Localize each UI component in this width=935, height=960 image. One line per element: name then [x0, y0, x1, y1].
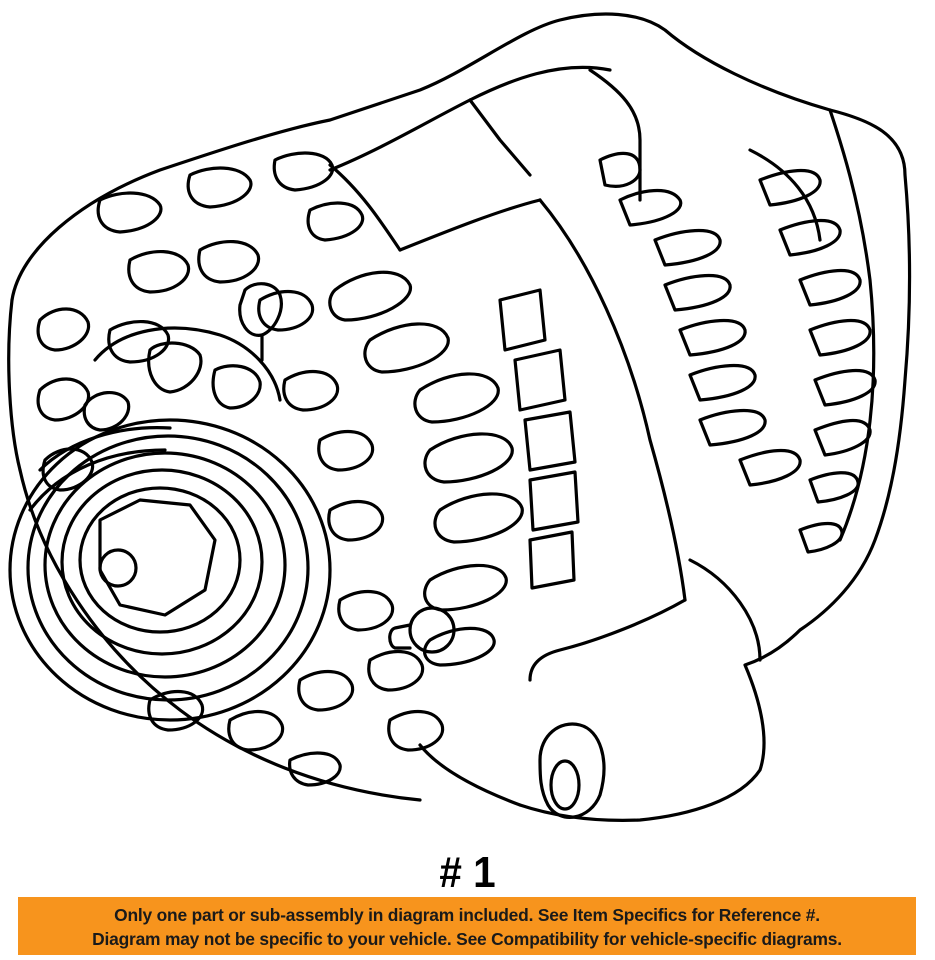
- disclaimer-banner: Only one part or sub-assembly in diagram…: [18, 897, 916, 955]
- stator-slots: [328, 270, 580, 667]
- front-vents: [18, 151, 445, 802]
- pulley: [8, 418, 332, 722]
- disclaimer-line-2: Diagram may not be specific to your vehi…: [92, 929, 842, 949]
- alternator-line-drawing: [7, 12, 912, 822]
- disclaimer-line-1: Only one part or sub-assembly in diagram…: [114, 905, 820, 925]
- alternator-diagram: [7, 12, 912, 822]
- alternator-housing: [7, 12, 912, 822]
- mounting-bosses: [238, 282, 606, 819]
- front-hub: [82, 326, 282, 432]
- cooling-fins: [598, 151, 877, 554]
- reference-number: # 1: [439, 848, 496, 897]
